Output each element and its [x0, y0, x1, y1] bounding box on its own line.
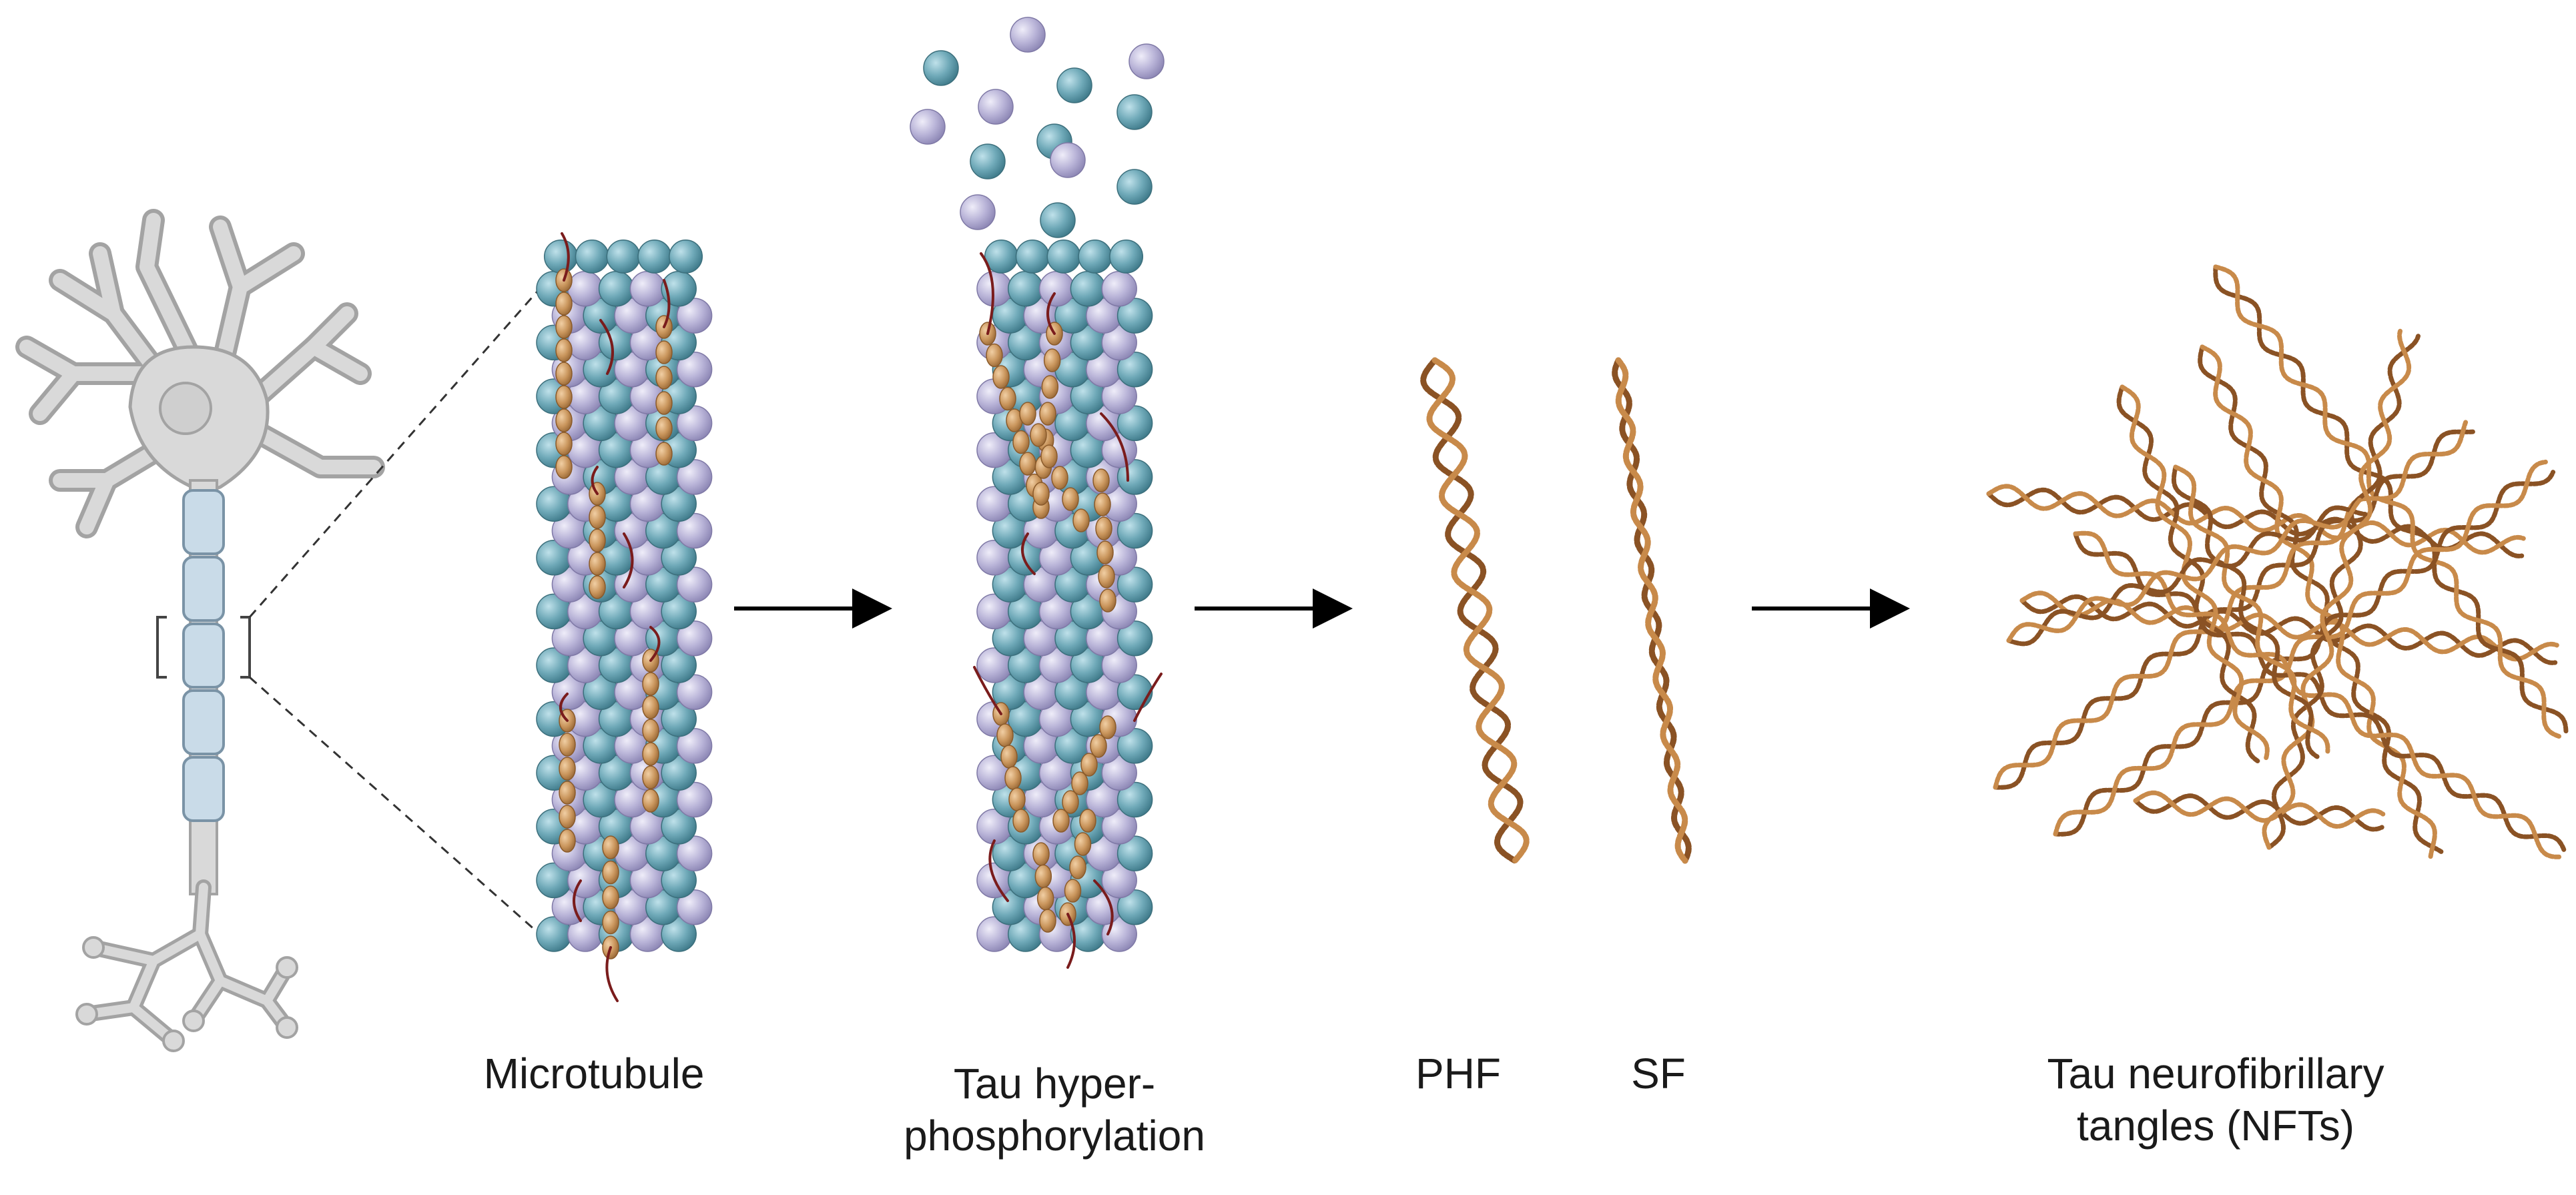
- label-tau-hyperphosphorylation: Tau hyper- phosphorylation: [841, 1058, 1268, 1162]
- neuron-illustration: [15, 209, 549, 1052]
- paired-helical-filament: [1420, 357, 1530, 864]
- label-tau-nfts: Tau neurofibrillary tangles (NFTs): [1962, 1048, 2469, 1152]
- microtubule-illustration: [536, 232, 713, 1002]
- label-microtubule: Microtubule: [483, 1050, 705, 1098]
- free-tubulin-subunits: [910, 17, 1165, 238]
- zoom-bracket: [156, 616, 251, 679]
- straight-filament: [1612, 357, 1692, 864]
- myelin-sheath: [182, 489, 225, 822]
- zoom-lines: [248, 280, 549, 942]
- label-sf: SF: [1631, 1050, 1686, 1098]
- label-tau-nfts-line2: tangles (NFTs): [2076, 1102, 2355, 1150]
- label-phf: PHF: [1415, 1050, 1501, 1098]
- label-tau-hyperphosphorylation-line2: phosphorylation: [904, 1112, 1205, 1160]
- label-tau-nfts-line1: Tau neurofibrillary: [2047, 1050, 2384, 1098]
- hyperphosphorylated-microtubule-illustration: [973, 239, 1163, 969]
- label-tau-hyperphosphorylation-line1: Tau hyper-: [953, 1060, 1156, 1108]
- neurofibrillary-tangles: [1986, 264, 2569, 859]
